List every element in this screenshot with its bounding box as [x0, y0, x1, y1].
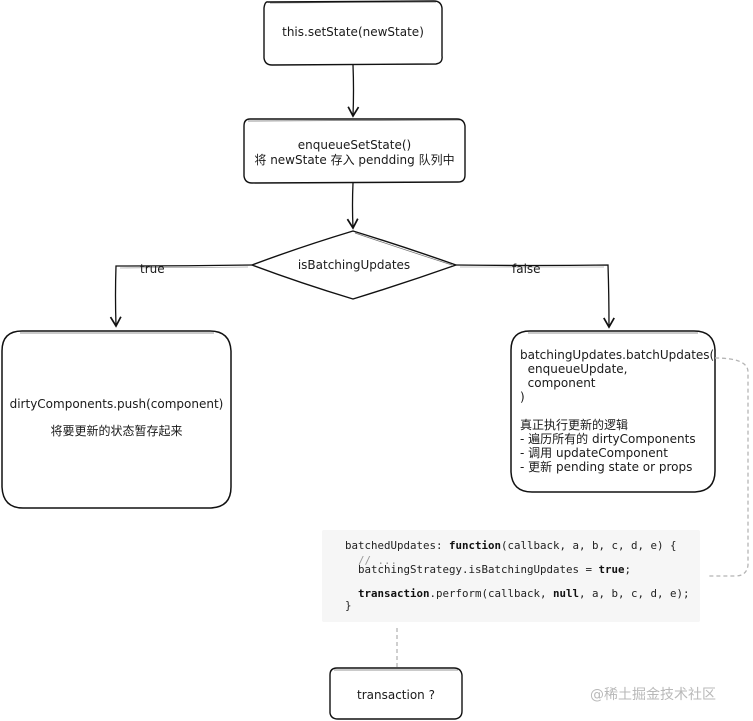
edge-enqueue-to-decision	[346, 182, 359, 230]
batch-line-4: )	[520, 390, 525, 404]
batch-line-2: enqueueUpdate,	[520, 362, 628, 376]
true-edge-label: true	[140, 262, 165, 276]
code-snippet-block	[322, 530, 700, 622]
transaction-node	[329, 667, 463, 720]
enqueue-title-label: enqueueSetState()	[297, 138, 412, 152]
dirty-desc-label: 将要更新的状态暂存起来	[50, 424, 183, 438]
edge-setstate-to-enqueue	[347, 64, 360, 118]
batch-updates-node	[510, 330, 716, 493]
dashed-link-batch-to-code	[708, 357, 749, 577]
batch-desc-2: - 调用 updateComponent	[520, 446, 668, 460]
code-line-1: batchedUpdates: function(callback, a, b,…	[345, 539, 677, 552]
decision-label: isBatchingUpdates	[297, 258, 411, 272]
set-state-label: this.setState(newState)	[282, 25, 424, 39]
set-state-node	[263, 0, 443, 66]
batch-desc-1: - 遍历所有的 dirtyComponents	[520, 432, 696, 446]
code-line-3: batchingStrategy.isBatchingUpdates = tru…	[345, 563, 632, 576]
enqueue-desc-label: 将 newState 存入 pendding 队列中	[254, 153, 455, 167]
code-line-5: transaction.perform(callback, null, a, b…	[345, 587, 690, 600]
batch-desc-title: 真正执行更新的逻辑	[520, 418, 629, 432]
enqueue-node	[243, 118, 466, 184]
code-line-6: }	[345, 599, 352, 612]
batch-desc-3: - 更新 pending state or props	[520, 460, 693, 474]
batch-line-3: component	[520, 376, 596, 390]
dirty-push-label: dirtyComponents.push(component)	[9, 397, 224, 411]
watermark: @稀土掘金技术社区	[590, 687, 716, 703]
dirty-components-node	[1, 330, 232, 509]
edge-true	[109, 264, 253, 328]
code-line-2: // ...	[345, 554, 398, 567]
edge-false	[455, 264, 615, 329]
batch-line-1: batchingUpdates.batchUpdates(	[520, 348, 715, 362]
false-edge-label: false	[512, 262, 541, 276]
decision-node	[250, 230, 459, 300]
transaction-label: transaction ?	[357, 688, 435, 702]
